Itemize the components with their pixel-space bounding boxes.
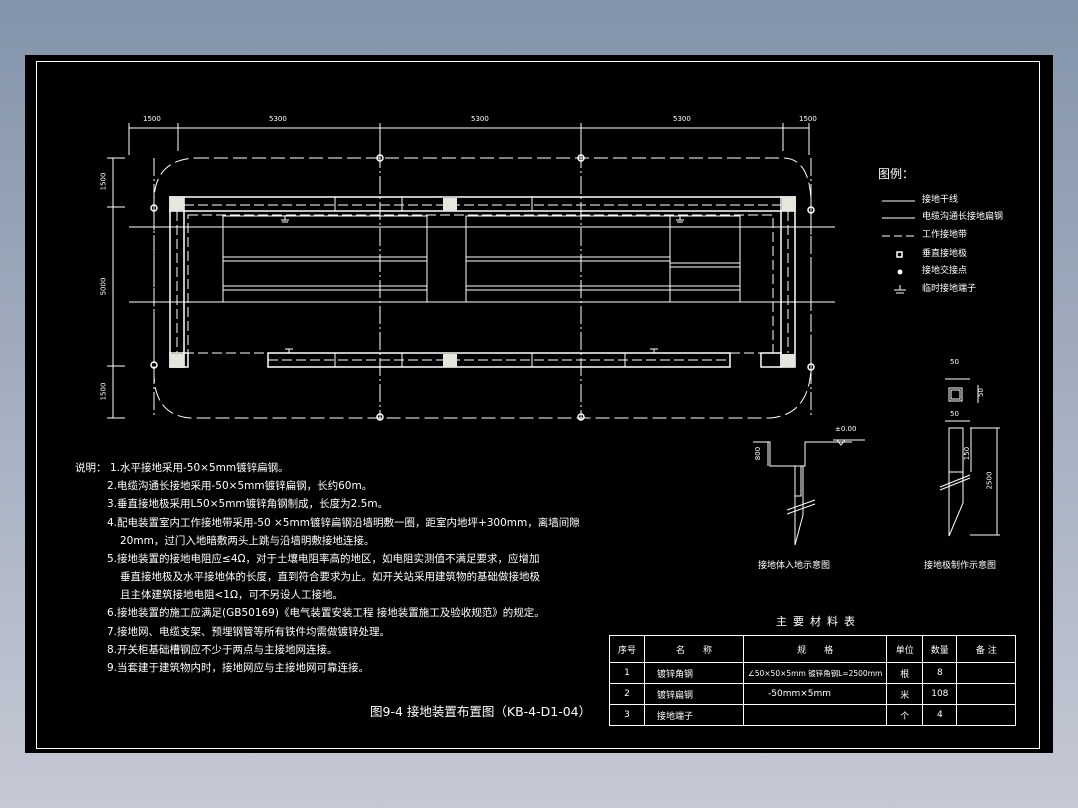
- cell: 镀锌角钢: [644, 662, 744, 684]
- legend-title: 图例：: [878, 167, 915, 181]
- sheet-border: [36, 61, 1040, 749]
- legend-item-vertical-electrode: 垂直接地极: [922, 249, 968, 259]
- cell: [956, 662, 1017, 684]
- header-cell: 单位: [886, 635, 924, 663]
- cell: -50mm×5mm: [742, 683, 888, 705]
- burial-depth-label: 800: [754, 446, 763, 461]
- note-line: 9.当套建于建筑物内时，接地网应与主接地网可靠连接。: [107, 662, 370, 674]
- cell: 米: [886, 683, 924, 705]
- header-cell: 规 格: [742, 635, 888, 663]
- cell: 2: [609, 683, 645, 705]
- table-row: 2 镀锌扁钢 -50mm×5mm 米 108: [609, 683, 1017, 705]
- dim-left-2: 5000: [99, 277, 108, 296]
- cell: [956, 704, 1017, 726]
- note-line: 8.开关柜基础槽钢应不少于两点与主接地网连接。: [107, 644, 338, 656]
- drawing-sheet: 1500 5300 5300 5300 1500 1500 5000 1500 …: [25, 55, 1053, 753]
- electrode-tip-length: 150: [963, 446, 972, 461]
- header-cell: 名 称: [644, 635, 744, 663]
- note-line: 垂直接地极及水平接地体的长度，直到符合要求为止。如开关站采用建筑物的基础做接地极: [120, 571, 540, 583]
- electrode-section-height: 50: [976, 388, 985, 397]
- dim-top-3: 5300: [471, 115, 489, 123]
- dim-left-1: 1500: [99, 172, 108, 191]
- cell: 个: [886, 704, 924, 726]
- table-row: 1 镀锌角钢 ∠50×50×5mm 镀锌角钢L=2500mm 根 8: [609, 662, 1017, 684]
- cell: ∠50×50×5mm 镀锌角钢L=2500mm: [742, 662, 888, 684]
- elevation-label: ±0.00: [835, 425, 857, 433]
- note-line: 20mm，过门入地暗敷两头上跳与沿墙明敷接地连接。: [120, 535, 375, 547]
- note-line: 3.垂直接地极采用L50×5mm镀锌角钢制成，长度为2.5m。: [107, 498, 389, 510]
- note-line: 2.电缆沟通长接地采用-50×5mm镀锌扁钢，长约60m。: [107, 480, 373, 492]
- electrode-caption: 接地极制作示意图: [924, 561, 997, 571]
- header-cell: 备 注: [956, 635, 1017, 663]
- cell: [956, 683, 1017, 705]
- cell: 1: [609, 662, 645, 684]
- dim-top-2: 5300: [269, 115, 287, 123]
- dim-top-5: 1500: [799, 115, 817, 123]
- table-row: 3 接地端子 个 4: [609, 704, 1017, 726]
- legend-item-cable-trench-strip: 电缆沟通长接地扁钢: [922, 212, 1004, 222]
- grounding-plan-drawing: [107, 123, 1000, 546]
- note-line: 4.配电装置室内工作接地带采用-50 ×5mm镀锌扁钢沿墙明敷一圈，距室内地坪+…: [107, 517, 580, 529]
- legend-item-main-ground-line: 接地干线: [922, 195, 959, 205]
- drawing-title: 图9-4 接地装置布置图（KB-4-D1-04）: [370, 704, 592, 719]
- note-line: 6.接地装置的施工应满足(GB50169)《电气装置安装工程 接地装置施工及验收…: [107, 607, 545, 619]
- legend-item-working-ground-strip: 工作接地带: [922, 230, 968, 240]
- cell: 4: [922, 704, 958, 726]
- note-line: 且主体建筑接地电阻<1Ω，可不另设人工接地。: [120, 589, 344, 601]
- legend-item-junction-point: 接地交接点: [922, 266, 968, 276]
- header-cell: 数量: [922, 635, 958, 663]
- cell: [742, 704, 888, 726]
- electrode-width-top: 50: [950, 358, 959, 366]
- dim-top-4: 5300: [673, 115, 691, 123]
- cell: 8: [922, 662, 958, 684]
- cell: 接地端子: [644, 704, 744, 726]
- cell: 108: [922, 683, 958, 705]
- note-line: 1.水平接地采用-50×5mm镀锌扁钢。: [110, 462, 289, 474]
- electrode-width-side: 50: [950, 410, 959, 418]
- materials-table: 序号 名 称 规 格 单位 数量 备 注 1 镀锌角钢 ∠50×50×5mm 镀…: [609, 635, 1017, 726]
- dim-top-1: 1500: [143, 115, 161, 123]
- header-cell: 序号: [609, 635, 645, 663]
- legend-item-ground-terminal: 临时接地端子: [922, 284, 977, 294]
- table-header-row: 序号 名 称 规 格 单位 数量 备 注: [609, 635, 1017, 663]
- materials-title: 主要材料表: [776, 615, 861, 628]
- cell: 根: [886, 662, 924, 684]
- note-line: 7.接地网、电缆支架、预埋钢管等所有铁件均需做镀锌处理。: [107, 626, 391, 638]
- cell: 镀锌扁钢: [644, 683, 744, 705]
- dim-left-3: 1500: [99, 382, 108, 401]
- note-line: 5.接地装置的接地电阻应≤4Ω，对于土壤电阻率高的地区，如电阻实测值不满足要求，…: [107, 553, 540, 565]
- burial-caption: 接地体入地示意图: [758, 561, 831, 571]
- cell: 3: [609, 704, 645, 726]
- electrode-total-length: 2500: [985, 471, 994, 490]
- notes-label: 说明：: [75, 462, 107, 474]
